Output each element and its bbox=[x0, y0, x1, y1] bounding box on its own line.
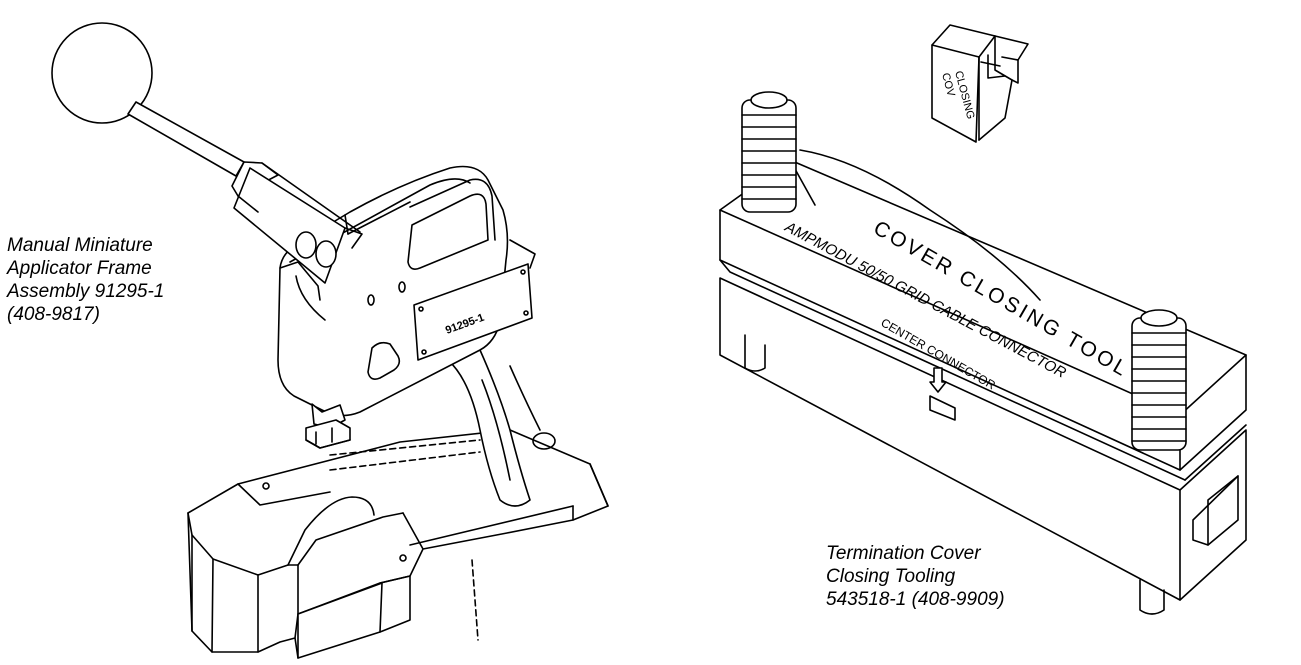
frame-column bbox=[447, 349, 541, 507]
handle-ball bbox=[51, 22, 153, 124]
closing-tool-drawing: COV CLOSING bbox=[719, 24, 1247, 615]
caption-closing-tooling: Termination Cover Closing Tooling 543518… bbox=[826, 542, 1005, 611]
frame-ram bbox=[305, 403, 351, 449]
applicator-frame-drawing: 91295-1 bbox=[51, 22, 609, 659]
frame-handle bbox=[51, 22, 363, 301]
center-arrow-icon bbox=[929, 367, 947, 393]
cov-closing-block bbox=[931, 24, 1029, 143]
caption-line: (408-9817) bbox=[7, 304, 100, 325]
caption-line: Assembly 91295-1 bbox=[7, 281, 165, 302]
spring-right bbox=[1131, 309, 1187, 451]
tool-body bbox=[719, 149, 1247, 615]
caption-line: Applicator Frame bbox=[7, 258, 152, 279]
caption-line: Closing Tooling bbox=[826, 566, 956, 587]
frame-nameplate bbox=[413, 263, 533, 361]
caption-applicator-frame: Manual Miniature Applicator Frame Assemb… bbox=[7, 234, 164, 326]
spring-left bbox=[741, 91, 797, 213]
block-label-line2: CLOSING bbox=[952, 70, 976, 121]
caption-line: 543518-1 (408-9909) bbox=[826, 589, 1005, 610]
frame-head bbox=[277, 165, 536, 417]
caption-line: Manual Miniature bbox=[7, 235, 153, 256]
frame-base bbox=[187, 429, 609, 659]
caption-line: Termination Cover bbox=[826, 543, 981, 564]
